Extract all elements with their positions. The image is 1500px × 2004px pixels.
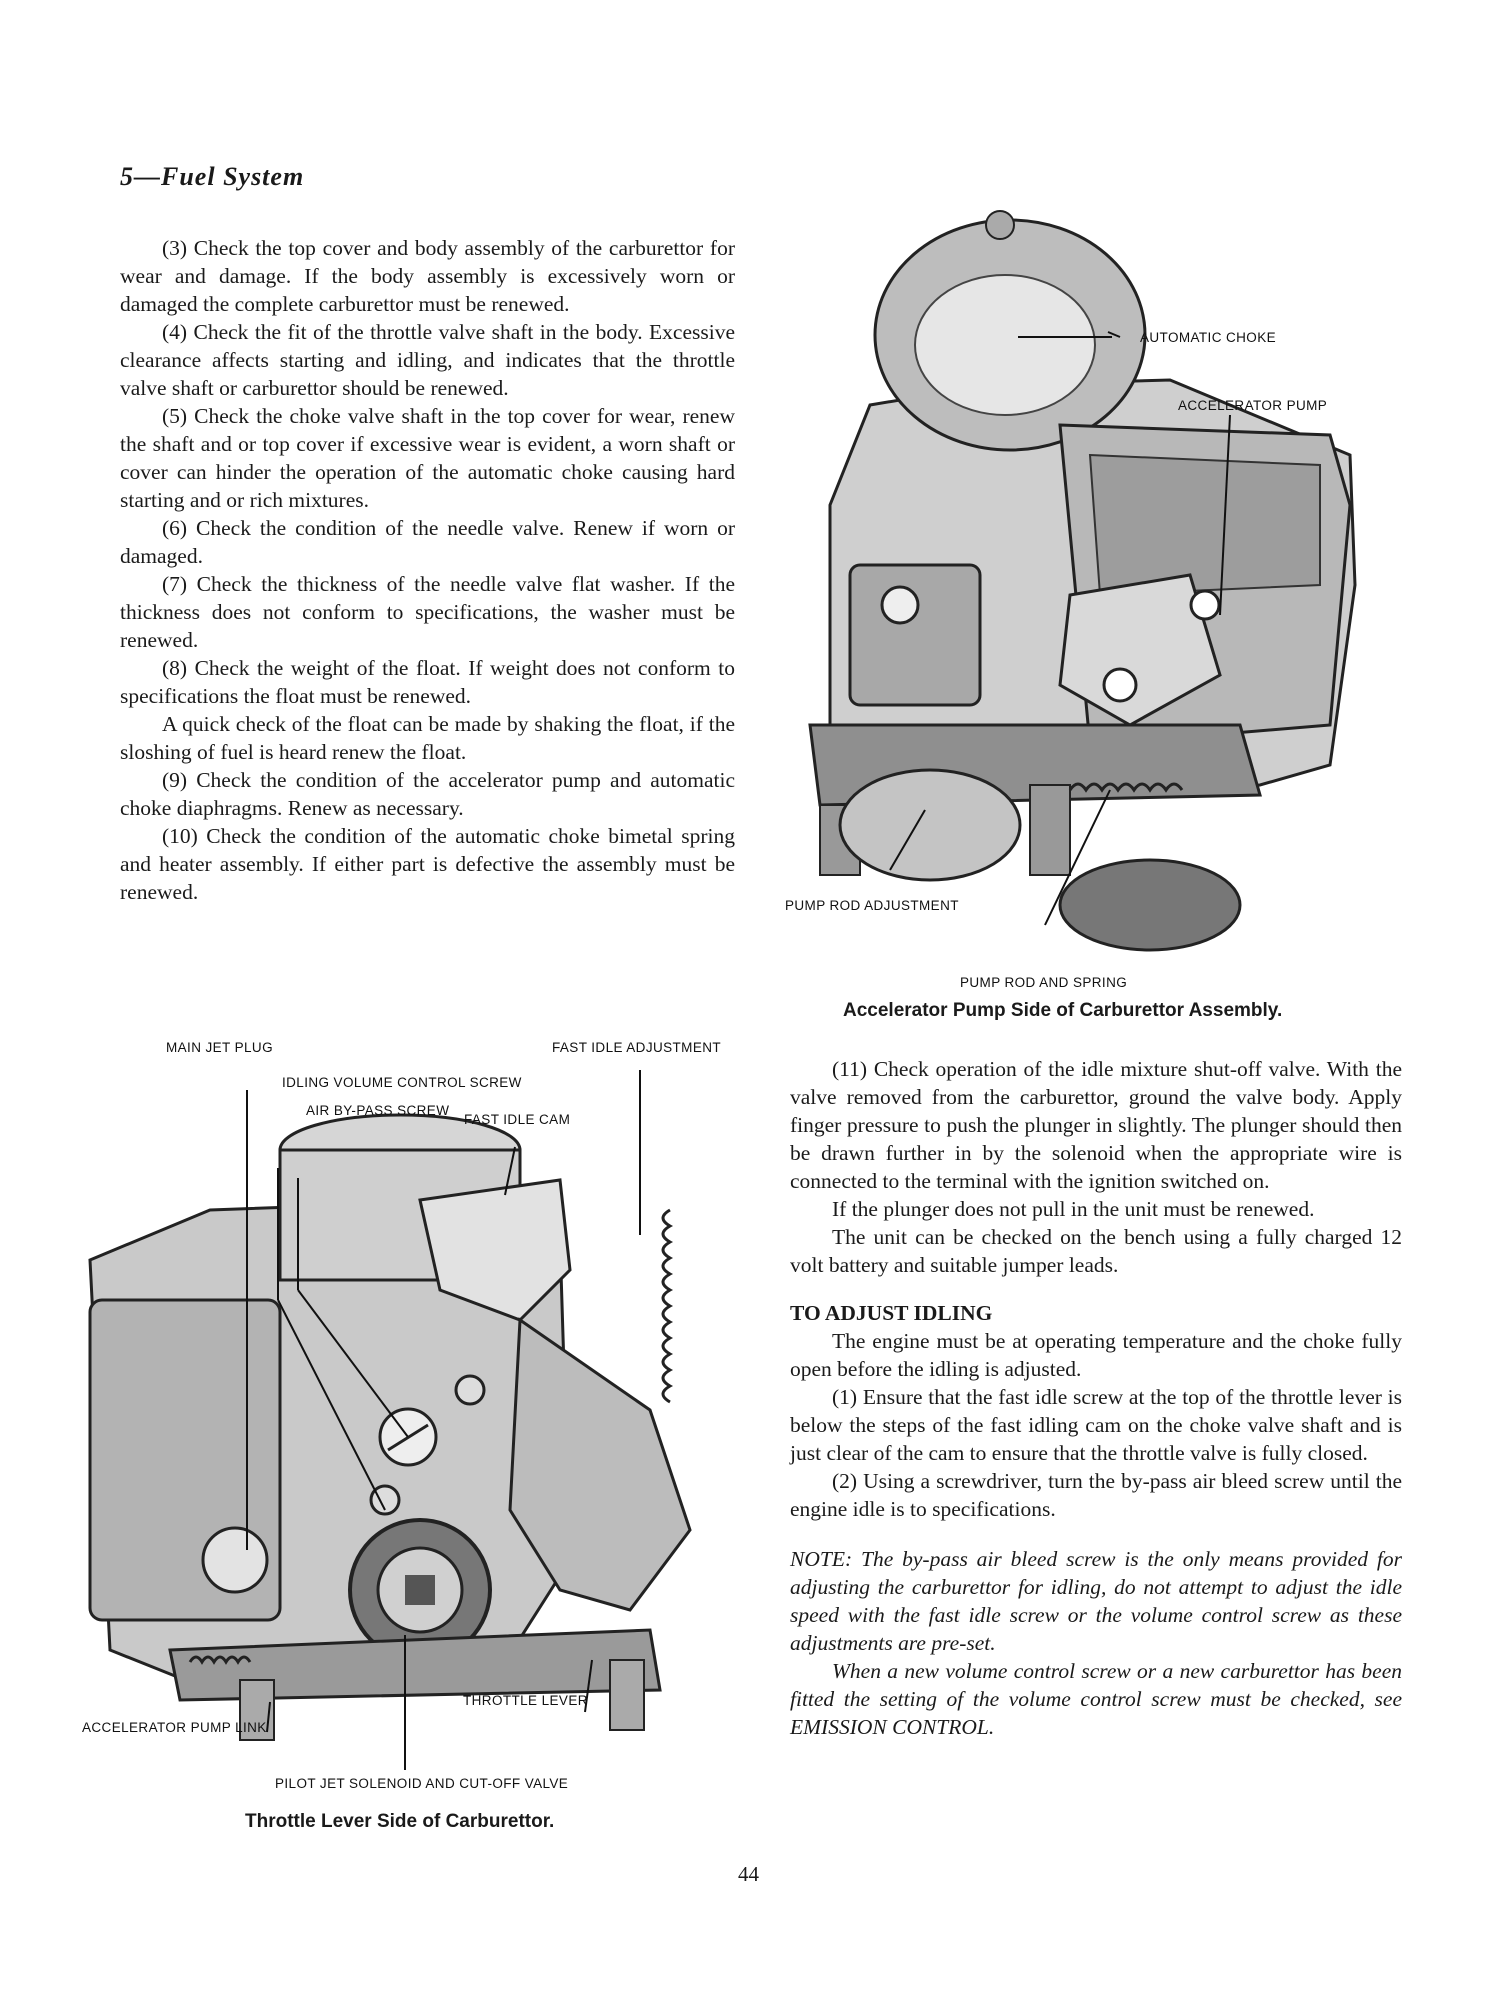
paragraph: (9) Check the condition of the accelerat… <box>120 768 735 820</box>
carburettor-accelerator-side-illustration <box>808 210 1357 952</box>
label-pilot-jet-solenoid: PILOT JET SOLENOID AND CUT-OFF VALVE <box>275 1776 569 1791</box>
paragraph: (8) Check the weight of the float. If we… <box>120 656 735 708</box>
label-main-jet-plug: MAIN JET PLUG <box>166 1040 273 1055</box>
paragraph: (5) Check the choke valve shaft in the t… <box>120 404 735 512</box>
paragraph: (6) Check the condition of the needle va… <box>120 516 735 568</box>
label-idling-volume-control-screw: IDLING VOLUME CONTROL SCREW <box>282 1075 522 1090</box>
page-number: 44 <box>738 1862 759 1886</box>
paragraph: (4) Check the fit of the throttle valve … <box>120 320 735 400</box>
paragraph: A quick check of the float can be made b… <box>120 712 735 764</box>
figure-caption-top: Accelerator Pump Side of Carburettor Ass… <box>843 1000 1283 1021</box>
paragraph: (7) Check the thickness of the needle va… <box>120 572 735 652</box>
chapter-header: 5—Fuel System <box>120 162 305 191</box>
label-accelerator-pump: ACCELERATOR PUMP <box>1178 398 1328 413</box>
note-paragraph: NOTE: The by-pass air bleed screw is the… <box>790 1547 1402 1655</box>
label-pump-rod-and-spring: PUMP ROD AND SPRING <box>960 975 1128 990</box>
note-block: NOTE: The by-pass air bleed screw is the… <box>790 1545 1402 1741</box>
paragraph: (11) Check operation of the idle mixture… <box>790 1057 1402 1193</box>
left-column-text: (3) Check the top cover and body assembl… <box>120 234 735 906</box>
section-heading: TO ADJUST IDLING <box>790 1301 993 1325</box>
paragraph: (1) Ensure that the fast idle screw at t… <box>790 1385 1402 1465</box>
label-throttle-lever: THROTTLE LEVER <box>463 1693 588 1708</box>
label-air-bypass-screw: AIR BY-PASS SCREW <box>306 1103 450 1118</box>
paragraph: (10) Check the condition of the automati… <box>120 824 735 904</box>
label-fast-idle-cam: FAST IDLE CAM <box>464 1112 571 1127</box>
label-fast-idle-adjustment: FAST IDLE ADJUSTMENT <box>552 1040 722 1055</box>
label-automatic-choke: AUTOMATIC CHOKE <box>1140 330 1277 345</box>
paragraph: The engine must be at operating temperat… <box>790 1329 1402 1381</box>
paragraph: The unit can be checked on the bench usi… <box>790 1225 1402 1277</box>
label-pump-rod-adjustment: PUMP ROD ADJUSTMENT <box>785 898 959 913</box>
paragraph: (2) Using a screwdriver, turn the by-pas… <box>790 1469 1402 1521</box>
label-accelerator-pump-link: ACCELERATOR PUMP LINK <box>82 1720 267 1735</box>
paragraph: If the plunger does not pull in the unit… <box>832 1197 1315 1221</box>
paragraph: (3) Check the top cover and body assembl… <box>120 236 735 316</box>
note-paragraph: When a new volume control screw or a new… <box>790 1659 1402 1739</box>
figure-caption-bottom: Throttle Lever Side of Carburettor. <box>245 1811 555 1832</box>
right-column-text: (11) Check operation of the idle mixture… <box>790 1055 1402 1741</box>
carburettor-throttle-side-illustration <box>88 1070 692 1770</box>
